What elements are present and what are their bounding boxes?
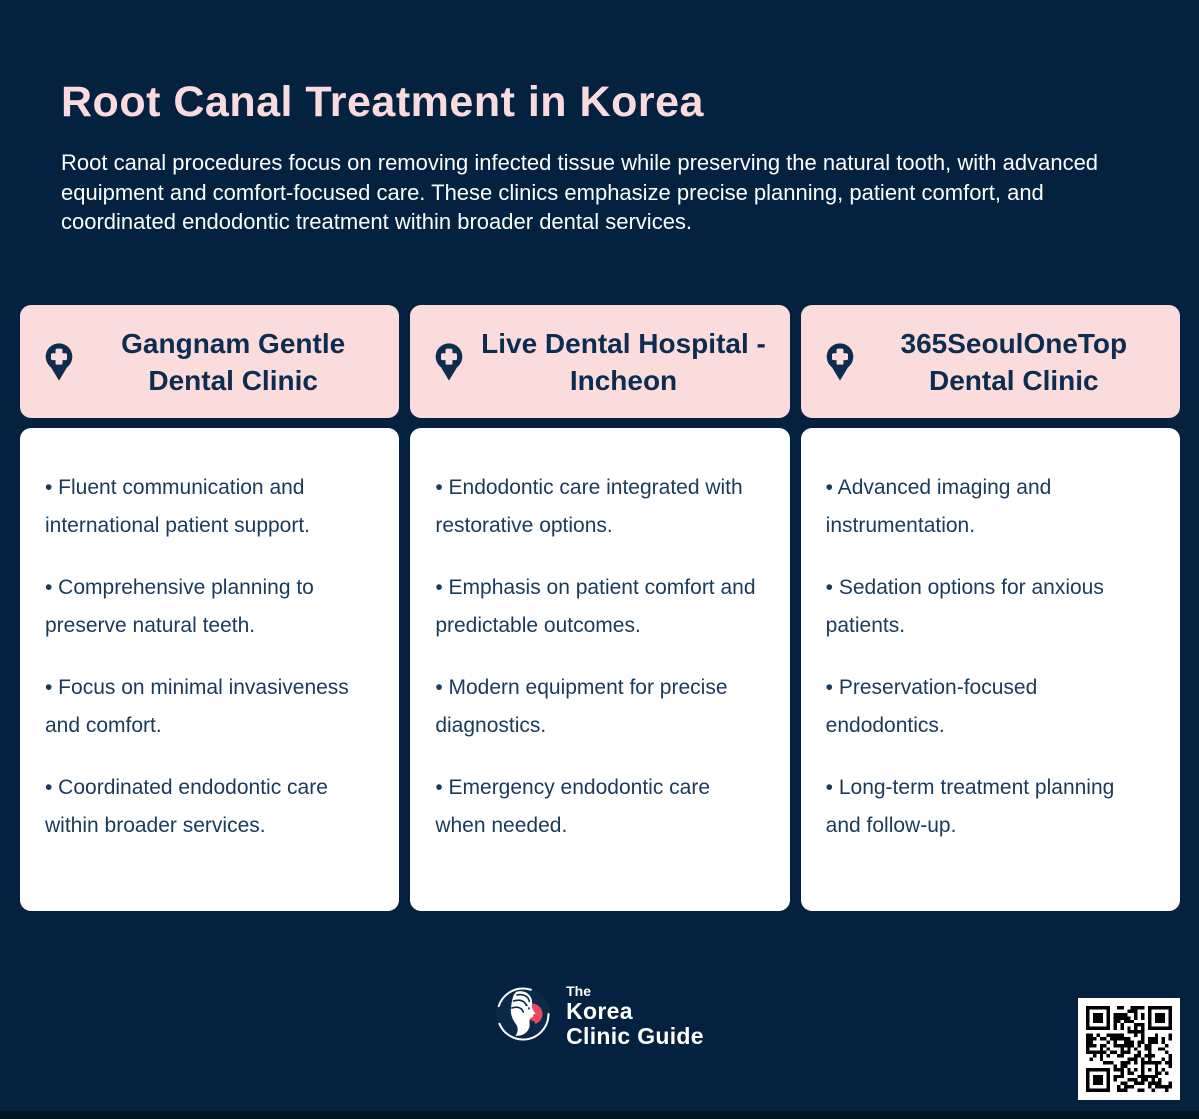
location-pin-icon bbox=[433, 342, 465, 382]
clinic-card: Live Dental Hospital - Incheon • Endodon… bbox=[410, 305, 790, 911]
footer-brand: The Korea Clinic Guide bbox=[0, 983, 1199, 1049]
brand-name-line1: Korea bbox=[566, 998, 633, 1024]
intro-paragraph: Root canal procedures focus on removing … bbox=[61, 150, 1099, 234]
clinic-card-body: • Endodontic care integrated with restor… bbox=[410, 428, 790, 911]
bullet-point: • Long-term treatment planning and follo… bbox=[825, 776, 1115, 837]
clinic-card-header: Gangnam Gentle Dental Clinic bbox=[20, 305, 400, 418]
bullet-point: • Preservation-focused endodontics. bbox=[825, 676, 1038, 737]
bullet-point: • Emphasis on patient comfort and predic… bbox=[435, 576, 756, 637]
brand-name-line2: Clinic Guide bbox=[566, 1023, 704, 1049]
bullet-point: • Fluent communication and international… bbox=[45, 476, 311, 537]
clinic-card-body: • Advanced imaging and instrumentation. •… bbox=[800, 428, 1180, 911]
clinic-name: Gangnam Gentle Dental Clinic bbox=[121, 327, 346, 396]
page-title: Root Canal Treatment in Korea bbox=[61, 78, 704, 126]
page-header: Root Canal Treatment in Korea Root canal… bbox=[61, 78, 1141, 237]
bullet-point: • Advanced imaging and instrumentation. bbox=[825, 476, 1052, 537]
bullet-point: • Comprehensive planning to preserve nat… bbox=[45, 576, 314, 637]
bullet-point: • Endodontic care integrated with restor… bbox=[435, 476, 743, 537]
brand-text: The Korea Clinic Guide bbox=[566, 983, 704, 1049]
bottom-strip bbox=[0, 1111, 1199, 1119]
bullet-point: • Coordinated endodontic care within bro… bbox=[45, 776, 328, 837]
clinic-card: Gangnam Gentle Dental Clinic • Fluent co… bbox=[20, 305, 400, 911]
clinic-card-header: 365SeoulOneTop Dental Clinic bbox=[800, 305, 1180, 418]
qr-code bbox=[1078, 998, 1180, 1100]
bullet-point: • Emergency endodontic care when needed. bbox=[435, 776, 710, 837]
bullet-point: • Focus on minimal invasiveness and comf… bbox=[45, 676, 349, 737]
korea-clinic-guide-logo-icon bbox=[495, 986, 551, 1047]
clinic-cards-row: Gangnam Gentle Dental Clinic • Fluent co… bbox=[20, 305, 1180, 911]
clinic-card: 365SeoulOneTop Dental Clinic • Advanced … bbox=[800, 305, 1180, 911]
location-pin-icon bbox=[824, 342, 856, 382]
clinic-card-header: Live Dental Hospital - Incheon bbox=[410, 305, 790, 418]
brand-the: The bbox=[566, 983, 591, 999]
clinic-card-body: • Fluent communication and international… bbox=[20, 428, 400, 911]
clinic-name: 365SeoulOneTop Dental Clinic bbox=[900, 327, 1128, 396]
clinic-name: Live Dental Hospital - Incheon bbox=[481, 327, 766, 396]
bullet-point: • Sedation options for anxious patients. bbox=[825, 576, 1104, 637]
bullet-point: • Modern equipment for precise diagnosti… bbox=[435, 676, 728, 737]
location-pin-icon bbox=[43, 342, 75, 382]
